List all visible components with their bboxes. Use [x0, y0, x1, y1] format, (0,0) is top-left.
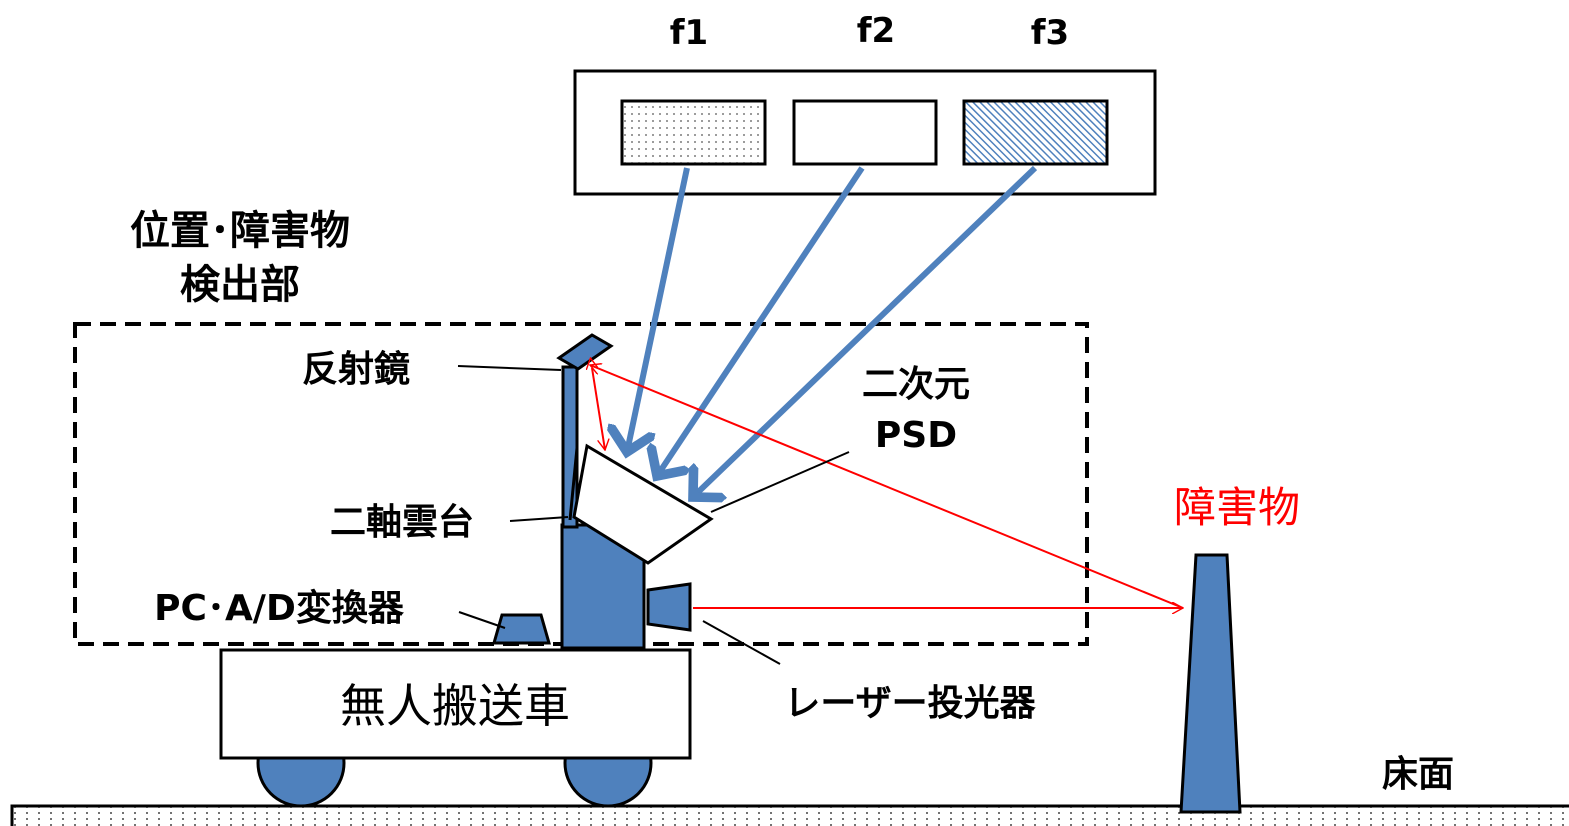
- agv-label: 無人搬送車: [340, 679, 570, 733]
- obstacle-shape: [1179, 553, 1242, 814]
- label-psd-line1: 二次元: [862, 364, 970, 405]
- filter-f3-box: [962, 99, 1109, 166]
- label-f1: f1: [670, 13, 708, 53]
- leader-psd: [710, 451, 850, 513]
- optical-path-f2: [657, 166, 865, 476]
- mirror-psd-beam: [592, 368, 605, 450]
- optical-path-f1: [627, 167, 690, 452]
- detector-title-line1: 位置･障害物: [130, 208, 350, 254]
- floor-surface: [10, 804, 1569, 826]
- filter-f1-box: [620, 99, 767, 166]
- pc-ad-converter: [492, 613, 551, 645]
- laser-projector: [646, 582, 692, 632]
- laser-beam-return: [590, 365, 1184, 609]
- filter-panel: [573, 69, 1157, 196]
- mirror-mast: [561, 365, 579, 529]
- label-floor: 床面: [1382, 754, 1454, 795]
- filter-f2-box: [792, 99, 938, 166]
- detector-title-line2: 検出部: [180, 262, 300, 308]
- label-pan-tilt: 二軸雲台: [330, 502, 474, 543]
- label-pc-ad: PC･A/D変換器: [154, 587, 405, 629]
- reflector-mirror: [556, 333, 614, 371]
- label-f2: f2: [857, 11, 895, 51]
- leader-mirror: [457, 365, 562, 371]
- label-mirror: 反射鏡: [302, 349, 410, 390]
- agv-body: [219, 648, 692, 760]
- leader-pan-tilt: [509, 516, 569, 522]
- label-obstacle: 障害物: [1174, 483, 1300, 532]
- leader-pc-ad: [458, 611, 506, 629]
- optical-path-f3: [693, 165, 1038, 497]
- label-laser: レーザー投光器: [784, 683, 1036, 724]
- leader-laser: [702, 620, 781, 665]
- label-psd-line2: PSD: [875, 415, 957, 456]
- label-f3: f3: [1031, 13, 1069, 53]
- psd-sensor: [572, 443, 714, 565]
- pan-tilt-brace: [568, 447, 579, 521]
